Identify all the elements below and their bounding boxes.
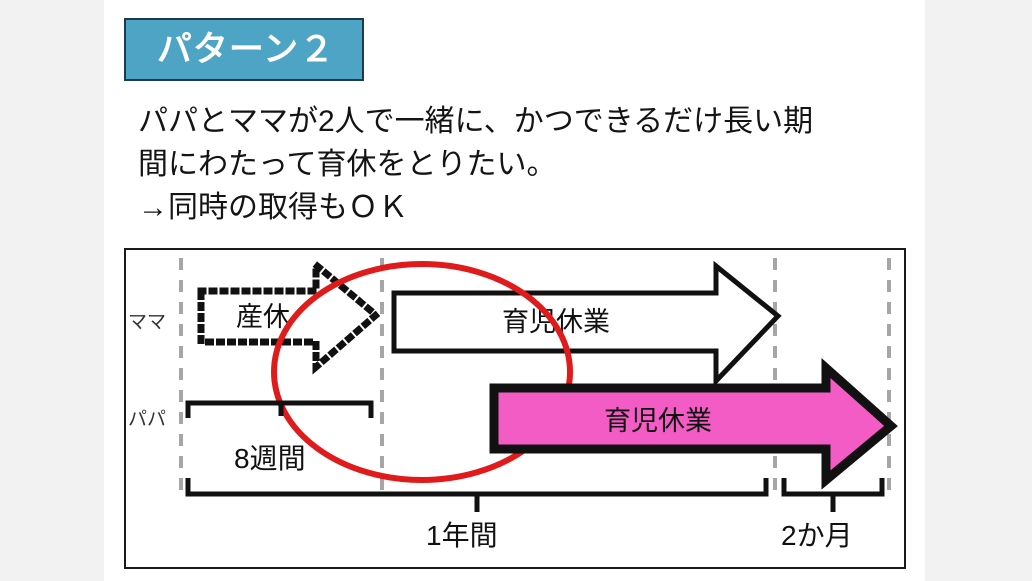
timeline-diagram-svg: ママ パパ 産休 育児休業 育児休業 8週	[128, 257, 898, 551]
body-line-2: 間にわたって育休をとりたい。	[138, 148, 557, 181]
two-months-brace	[781, 478, 885, 497]
row-label-father: パパ	[128, 409, 166, 430]
body-line-1: パパとママが2人で一緒に、かつできるだけ長い期	[138, 105, 814, 138]
row-label-mother: ママ	[128, 312, 166, 333]
highlight-ellipse	[271, 261, 573, 483]
one-year-label: 1年間	[426, 520, 498, 551]
maternity-leave-arrow: 産休	[197, 257, 382, 375]
gridlines	[179, 258, 891, 495]
mother-childcare-leave-arrow: 育児休業	[391, 260, 782, 388]
father-childcare-leave-arrow-label: 育児休業	[604, 406, 712, 436]
timeline-diagram: ママ パパ 産休 育児休業 育児休業 8週	[124, 248, 906, 569]
one-year-span: 1年間	[185, 478, 769, 551]
pattern-badge: パターン２	[124, 18, 364, 81]
two-months-label: 2か月	[781, 520, 853, 551]
father-childcare-leave-arrow-shape	[489, 357, 898, 490]
slide-canvas: パターン２ パパとママが2人で一緒に、かつできるだけ長い期 間にわたって育休をと…	[104, 0, 925, 581]
eight-weeks-label: 8週間	[234, 443, 306, 474]
body-line-3: →同時の取得もＯＫ	[138, 191, 408, 224]
one-year-brace	[185, 478, 769, 497]
body-paragraph: パパとママが2人で一緒に、かつできるだけ長い期 間にわたって育休をとりたい。 →…	[138, 100, 928, 229]
eight-weeks-span: 8週間	[185, 400, 374, 474]
maternity-leave-arrow-shape	[197, 257, 382, 375]
two-months-span: 2か月	[781, 478, 885, 551]
father-childcare-leave-arrow: 育児休業	[489, 357, 898, 490]
mother-childcare-leave-arrow-shape	[391, 260, 782, 388]
maternity-leave-arrow-label: 産休	[236, 302, 290, 332]
pattern-badge-label: パターン２	[156, 30, 336, 69]
